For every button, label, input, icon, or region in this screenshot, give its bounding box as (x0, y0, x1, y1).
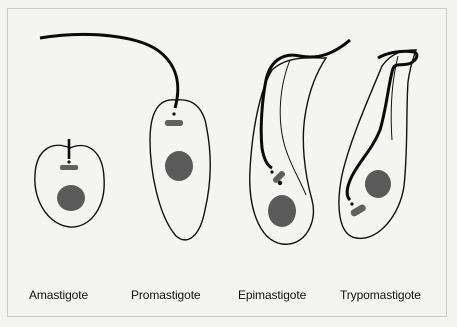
promastigote-kinetoplast (165, 120, 183, 126)
epimastigote-cell (250, 40, 350, 244)
amastigote-basal-body (67, 160, 70, 163)
epimastigote-flagellum (261, 40, 350, 168)
promastigote-basal-body (172, 112, 175, 115)
epimastigote-basal-body (270, 170, 273, 173)
trypomastigote-membrane (339, 50, 416, 238)
label-trypomastigote: Trypomastigote (340, 288, 421, 302)
trypomastigote-cell (339, 50, 417, 238)
label-epimastigote: Epimastigote (238, 288, 306, 302)
label-amastigote: Amastigote (29, 288, 88, 302)
epimastigote-nucleus (268, 195, 296, 227)
epimastigote-granule (278, 181, 282, 185)
promastigote-nucleus (165, 151, 193, 181)
amastigote-kinetoplast (60, 165, 78, 170)
amastigote-cell (35, 139, 104, 227)
label-promastigote: Promastigote (131, 288, 201, 302)
trypomastigote-nucleus (365, 170, 391, 198)
promastigote-flagellum (40, 34, 178, 108)
amastigote-nucleus (57, 185, 85, 211)
trypomastigote-basal-body (350, 202, 353, 205)
